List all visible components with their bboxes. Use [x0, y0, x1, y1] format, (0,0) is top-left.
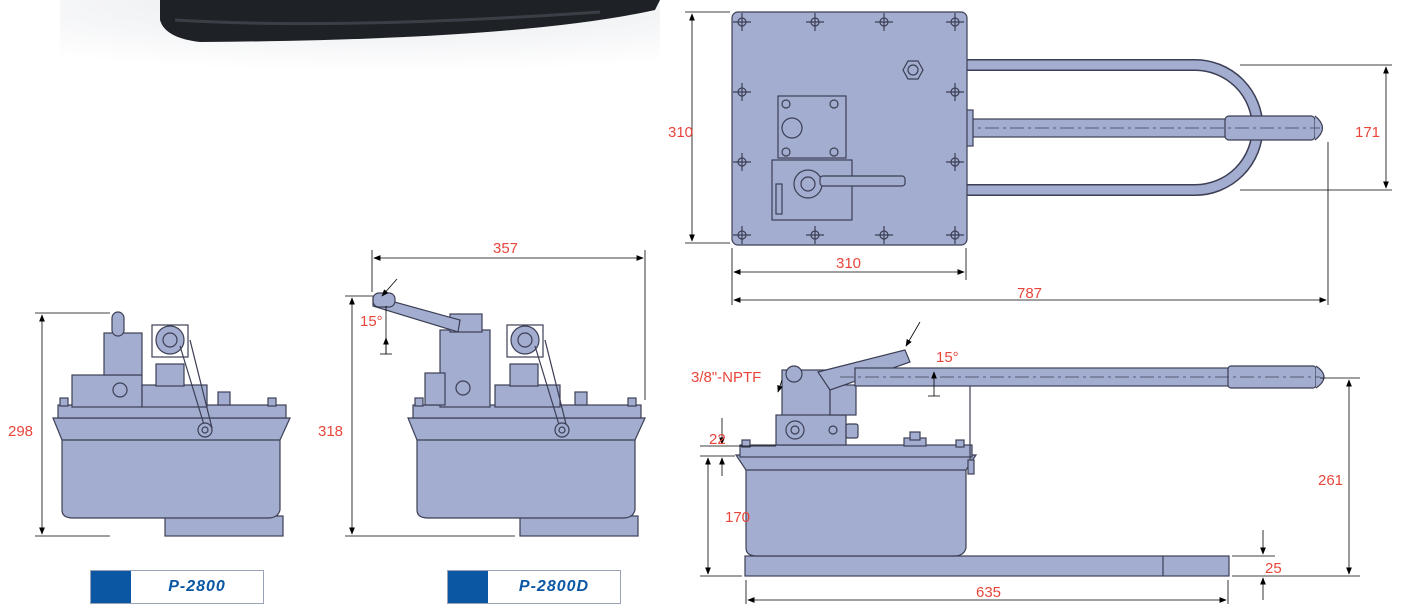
dim-side-tank-height: 170: [725, 509, 750, 526]
top-view: [731, 11, 1324, 246]
dim-front-height-p2800d: 318: [318, 423, 343, 440]
dim-top-height: 310: [668, 124, 693, 141]
front-view-p2800-dimensions: [35, 312, 110, 537]
front-view-p2800d-dimensions: [345, 250, 646, 537]
model-label-p2800: P-2800: [168, 578, 226, 595]
dim-side-length: 635: [976, 584, 1001, 601]
front-view-p2800: [52, 311, 291, 537]
bolt-holes: [733, 13, 964, 244]
dim-top-width: 310: [836, 255, 861, 272]
dim-front-height-p2800: 298: [8, 423, 33, 440]
dim-angle-front: 15°: [360, 313, 383, 330]
dim-angle-side: 15°: [936, 349, 959, 366]
dim-top-overall-length: 787: [1017, 285, 1042, 302]
badge-accent-block: [448, 571, 488, 603]
front-view-p2800d: [372, 292, 646, 537]
dim-side-top-offset: 22: [709, 431, 726, 448]
top-view-dimensions: [685, 11, 1392, 305]
dim-front-width-p2800d: 357: [493, 240, 518, 257]
product-photo-fragment: [60, 0, 660, 80]
side-view-dimensions: [700, 321, 1360, 604]
dim-top-handle-width: 171: [1355, 124, 1380, 141]
model-badge-p2800: P-2800: [90, 570, 264, 604]
side-view: [734, 349, 1325, 577]
model-badge-p2800d: P-2800D: [447, 570, 621, 604]
badge-accent-block: [91, 571, 131, 603]
port-label: 3/8"-NPTF: [691, 369, 761, 386]
model-label-p2800d: P-2800D: [518, 578, 590, 595]
dim-side-total-height: 261: [1318, 472, 1343, 489]
dim-side-base-thickness: 25: [1265, 560, 1282, 577]
